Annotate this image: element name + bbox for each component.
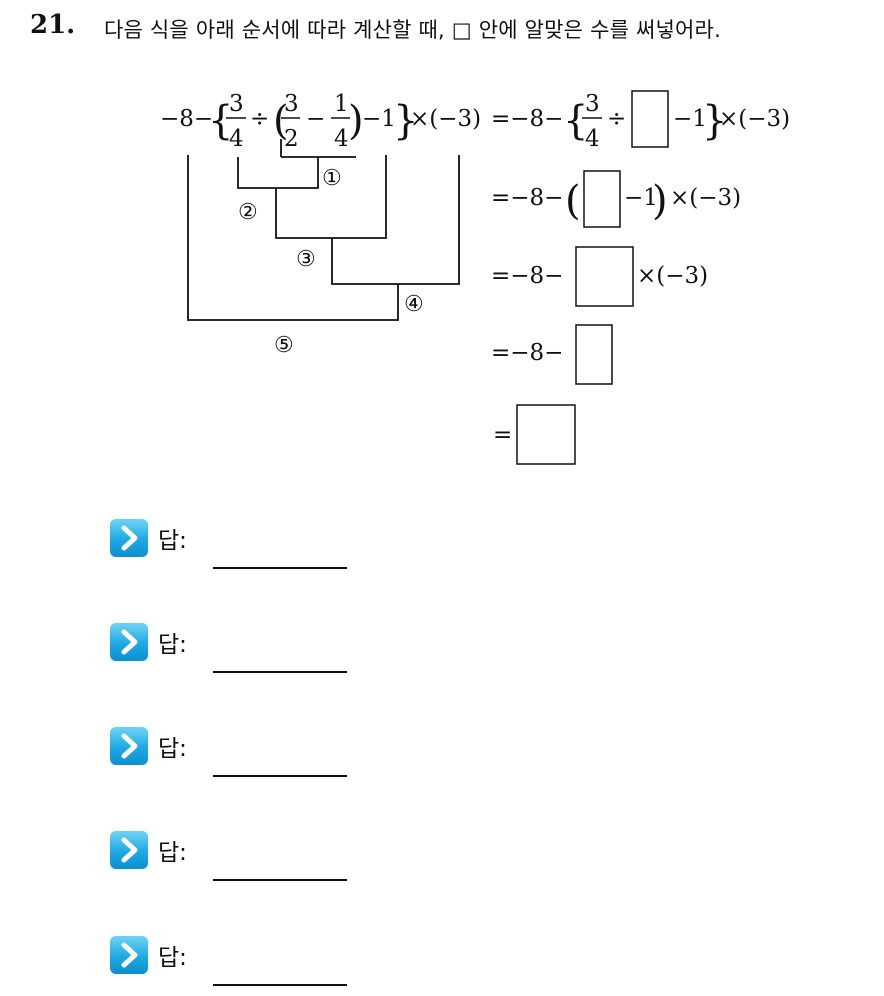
frac-a-denominator: 4 bbox=[229, 126, 244, 152]
expr-open-brace: { bbox=[208, 98, 233, 144]
eq2-open-paren: ( bbox=[565, 178, 581, 224]
step-1-marker: ① bbox=[322, 166, 342, 191]
answer-blank[interactable] bbox=[213, 671, 347, 673]
eq5-equals: = bbox=[493, 422, 512, 448]
expr-open-paren: ( bbox=[273, 98, 289, 144]
eq1-minus1: −1 bbox=[673, 106, 707, 132]
answer-blank[interactable] bbox=[213, 984, 347, 986]
calculation-diagram: −8− { 3 4 ÷ ( 3 2 − 1 4 ) −1 } ×(−3) =−8… bbox=[160, 90, 790, 465]
arrow-icon bbox=[110, 727, 148, 765]
eq1-minus8: =−8− bbox=[491, 106, 563, 132]
expr-close-paren: ) bbox=[348, 98, 364, 144]
eq1-frac-denominator: 4 bbox=[585, 126, 600, 152]
answer-blank[interactable] bbox=[213, 879, 347, 881]
frac-b-numerator: 3 bbox=[284, 91, 299, 117]
eq1-times-neg3: ×(−3) bbox=[719, 106, 790, 132]
eq2-close-paren: ) bbox=[652, 178, 668, 224]
frac-a-numerator: 3 bbox=[229, 91, 244, 117]
arrow-icon bbox=[110, 623, 148, 661]
frac-c-numerator: 1 bbox=[334, 91, 349, 117]
expr-minus8: −8− bbox=[160, 106, 213, 132]
answer-label: 답: bbox=[158, 736, 187, 762]
step-2-marker: ② bbox=[238, 200, 258, 225]
answer-box-2[interactable] bbox=[583, 170, 621, 228]
eq1-close-brace: } bbox=[702, 98, 727, 144]
eq1-open-brace: { bbox=[563, 98, 588, 144]
step-3-marker: ③ bbox=[296, 247, 316, 272]
arrow-icon bbox=[110, 936, 148, 974]
expr-close-brace: } bbox=[393, 98, 418, 144]
answer-label: 답: bbox=[158, 945, 187, 971]
eq3-times-neg3: ×(−3) bbox=[637, 263, 708, 289]
eq2-minus1: −1 bbox=[624, 185, 658, 211]
step-4-marker: ④ bbox=[404, 292, 424, 317]
expr-times-neg3: ×(−3) bbox=[410, 106, 481, 132]
answer-label: 답: bbox=[158, 632, 187, 658]
expr-minus1: −1 bbox=[362, 106, 396, 132]
eq1-divide: ÷ bbox=[607, 106, 626, 132]
eq4-minus8: =−8− bbox=[491, 340, 563, 366]
question-text: 다음 식을 아래 순서에 따라 계산할 때, □ 안에 알맞은 수를 써넣어라. bbox=[104, 18, 721, 42]
step-5-marker: ⑤ bbox=[274, 333, 294, 358]
arrow-icon bbox=[110, 831, 148, 869]
answer-row: 답: bbox=[110, 727, 410, 787]
eq2-times-neg3: ×(−3) bbox=[670, 185, 741, 211]
eq2-minus8: =−8− bbox=[491, 185, 563, 211]
expr-minus: − bbox=[306, 106, 325, 132]
answer-box-5[interactable] bbox=[516, 404, 576, 465]
answer-label: 답: bbox=[158, 528, 187, 554]
question-number: 21. bbox=[30, 10, 76, 40]
expr-divide: ÷ bbox=[250, 106, 269, 132]
answer-box-3[interactable] bbox=[575, 246, 634, 307]
answer-row: 답: bbox=[110, 936, 410, 996]
answer-box-1[interactable] bbox=[631, 90, 669, 148]
answer-row: 답: bbox=[110, 519, 410, 579]
frac-b-denominator: 2 bbox=[284, 126, 299, 152]
answer-label: 답: bbox=[158, 840, 187, 866]
answer-row: 답: bbox=[110, 831, 410, 891]
frac-c-denominator: 4 bbox=[334, 126, 349, 152]
answer-row: 답: bbox=[110, 623, 410, 683]
answer-blank[interactable] bbox=[213, 567, 347, 569]
answer-blank[interactable] bbox=[213, 775, 347, 777]
order-tree bbox=[187, 139, 460, 321]
arrow-icon bbox=[110, 519, 148, 557]
answer-box-4[interactable] bbox=[575, 324, 613, 385]
eq1-frac-numerator: 3 bbox=[585, 91, 600, 117]
eq3-minus8: =−8− bbox=[491, 263, 563, 289]
